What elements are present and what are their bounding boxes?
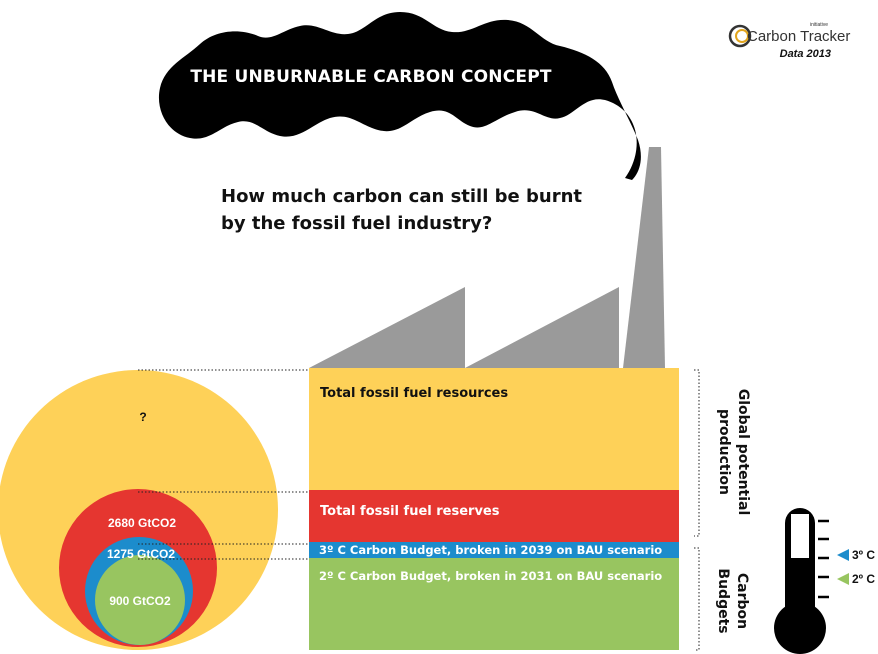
thermometer-bulb [774, 602, 826, 654]
logo-mark-inner [735, 29, 749, 43]
thermometer-marker-3c [837, 549, 849, 561]
circle-budget-2c [95, 555, 185, 645]
carbon-tracker-logo: Carbon Tracker initiative Data 2013 [728, 22, 850, 60]
label-resources: Total fossil fuel resources [320, 386, 508, 401]
thermometer-marker-2c [837, 573, 849, 585]
circle-label-budget-2c: 900 GtCO2 [109, 594, 171, 608]
thermometer-empty [791, 514, 809, 558]
factory-chimney [623, 147, 665, 368]
label-reserves: Total fossil fuel reserves [320, 504, 500, 519]
factory-roof-left [309, 287, 465, 368]
side-brackets [694, 369, 700, 651]
logo-data-year: Data 2013 [780, 48, 831, 60]
smoke-shape [158, 12, 641, 180]
band-budget-3c [309, 542, 679, 558]
question-line-1: How much carbon can still be burnt [221, 186, 583, 207]
factory-roof [309, 147, 665, 368]
logo-mark-outer [728, 24, 752, 48]
smoke-cloud: THE UNBURNABLE CARBON CONCEPT [158, 12, 641, 180]
label-budget-3c: 3º C Carbon Budget, broken in 2039 on BA… [319, 543, 662, 557]
thermometer-icon: 3º C 2º C [774, 508, 875, 654]
side-label-budgets-1: Carbon [734, 573, 750, 629]
band-reserves [309, 490, 679, 542]
band-resources [309, 368, 679, 490]
factory-bands: Total fossil fuel resources Total fossil… [309, 368, 679, 650]
factory-roof-right [465, 287, 619, 368]
nested-circles: ? 2680 GtCO2 1275 GtCO2 900 GtCO2 [0, 370, 278, 650]
connector-lines [138, 369, 309, 560]
logo-name: Carbon Tracker [747, 28, 850, 45]
question-text: How much carbon can still be burnt by th… [221, 183, 582, 237]
circle-label-budget-3c: 1275 GtCO2 [107, 547, 175, 561]
side-labels: Global potential production Carbon Budge… [715, 389, 751, 634]
side-label-global-2: production [716, 409, 732, 495]
label-budget-2c: 2º C Carbon Budget, broken in 2031 on BA… [319, 569, 662, 583]
diagram-title: THE UNBURNABLE CARBON CONCEPT [190, 67, 552, 87]
side-label-global-1: Global potential [735, 389, 751, 516]
bracket-carbon-budgets [694, 547, 700, 651]
bracket-global-production [694, 369, 700, 537]
band-budget-2c [309, 558, 679, 650]
circle-label-reserves: 2680 GtCO2 [108, 516, 176, 530]
thermometer-ticks [818, 519, 829, 599]
side-label-budgets-2: Budgets [715, 568, 731, 633]
thermometer-label-2c: 2º C [852, 572, 875, 586]
circle-label-resources: ? [139, 410, 146, 424]
logo-tagline: initiative [810, 22, 828, 28]
thermometer-label-3c: 3º C [852, 548, 875, 562]
question-line-2: by the fossil fuel industry? [221, 213, 493, 234]
